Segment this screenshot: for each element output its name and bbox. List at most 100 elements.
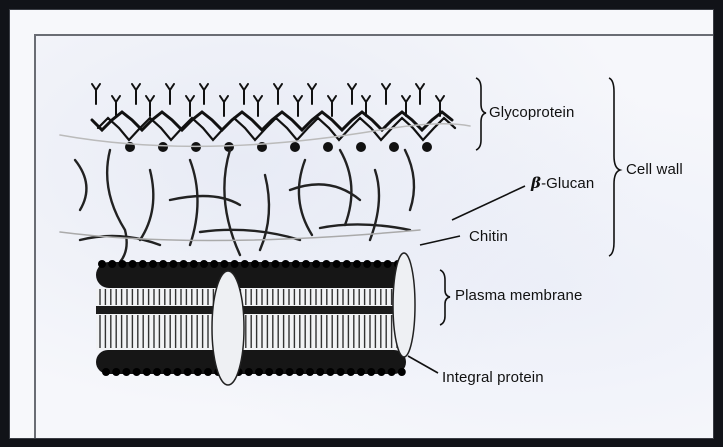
lipid-head: [122, 368, 130, 376]
lipid-head: [384, 260, 392, 268]
lipid-head: [255, 368, 263, 376]
glycoprotein-bead: [422, 142, 432, 152]
lipid-head: [347, 368, 355, 376]
lipid-head: [373, 260, 381, 268]
lipid-head: [363, 260, 371, 268]
lipid-head: [271, 260, 279, 268]
lipid-head: [139, 260, 147, 268]
lipid-head: [377, 368, 385, 376]
beta-symbol: β: [531, 174, 541, 192]
lipid-head: [245, 368, 253, 376]
fiber-strand: [340, 150, 351, 225]
glycoprotein-bead: [158, 142, 168, 152]
lipid-head: [282, 260, 290, 268]
lipid-head: [153, 368, 161, 376]
lipid-head: [129, 260, 137, 268]
glycoprotein-y-branch: [186, 96, 194, 116]
lipid-head: [388, 368, 396, 376]
glycoprotein-y-branch: [382, 84, 390, 104]
lipid-head: [184, 368, 192, 376]
lipid-head: [173, 368, 181, 376]
lipid-head: [143, 368, 151, 376]
lipid-head: [261, 260, 269, 268]
integral-protein-front: [212, 271, 244, 385]
label-cell-wall: Cell wall: [626, 161, 683, 178]
chitin-pointer: [420, 236, 460, 245]
fiber-strand: [190, 160, 198, 245]
lipid-head: [326, 368, 334, 376]
integral-protein-pointer: [408, 356, 438, 373]
lipid-head: [102, 368, 110, 376]
lipid-head: [118, 260, 126, 268]
lipid-head: [292, 260, 300, 268]
lipid-head: [194, 368, 202, 376]
lipid-head: [112, 368, 120, 376]
glycoprotein-y-branch: [348, 84, 356, 104]
lipid-head: [357, 368, 365, 376]
label-glycoprotein: Glycoprotein: [489, 104, 574, 121]
fiber-strand: [405, 150, 414, 210]
fiber-strand: [370, 170, 379, 240]
lipid-head: [220, 260, 228, 268]
glycoprotein-y-branch: [132, 84, 140, 104]
lipid-head: [398, 368, 406, 376]
fiber-strand: [170, 196, 240, 205]
glycoprotein-y-branch: [200, 84, 208, 104]
lipid-head: [275, 368, 283, 376]
fiber-strand: [299, 160, 312, 235]
glycoprotein-y-branch: [308, 84, 316, 104]
lipid-head: [98, 260, 106, 268]
lipid-head: [322, 260, 330, 268]
glycoprotein-bead: [356, 142, 366, 152]
glycoprotein-y-branch: [416, 84, 424, 104]
lipid-head: [190, 260, 198, 268]
glycoprotein-y-branch: [166, 84, 174, 104]
fiber-strand: [140, 170, 153, 240]
fiber-strand: [290, 184, 360, 200]
glycoprotein-y-branch: [92, 84, 100, 104]
lipid-head: [163, 368, 171, 376]
label-plasma-membrane: Plasma membrane: [455, 287, 582, 304]
beta-glucan-text: -Glucan: [541, 175, 594, 192]
cell-wall-bracket: [609, 78, 620, 256]
lipid-head: [353, 260, 361, 268]
label-integral-protein: Integral protein: [442, 369, 544, 386]
glycoprotein-y-branch: [254, 96, 262, 116]
lipid-head: [337, 368, 345, 376]
lipid-head: [210, 260, 218, 268]
glucan-pointer: [452, 186, 525, 220]
glycoprotein-bead: [389, 142, 399, 152]
lipid-head: [367, 368, 375, 376]
fiber-strand: [107, 150, 127, 262]
lipid-head: [241, 260, 249, 268]
glycoprotein-layer: [60, 84, 470, 152]
glycoprotein-y-branch: [146, 96, 154, 116]
glycoprotein-y-branch: [294, 96, 302, 116]
glycoprotein-bracket: [476, 78, 486, 150]
label-beta-glucan: β-Glucan: [531, 174, 594, 192]
lipid-head: [159, 260, 167, 268]
glycoprotein-bead: [323, 142, 333, 152]
lipid-head: [316, 368, 324, 376]
fiber-strand: [260, 175, 269, 250]
lipid-head: [133, 368, 141, 376]
label-chitin: Chitin: [469, 228, 508, 245]
integral-protein-right: [393, 253, 415, 357]
lipid-head: [286, 368, 294, 376]
lipid-head: [265, 368, 273, 376]
lipid-head: [108, 260, 116, 268]
fiber-strand: [75, 160, 86, 210]
lipid-head: [296, 368, 304, 376]
glucan-chitin-fibers: [60, 150, 420, 276]
lipid-head: [149, 260, 157, 268]
lipid-head: [231, 260, 239, 268]
bilayer-midline-heads: [96, 306, 406, 314]
glycoprotein-bead: [290, 142, 300, 152]
glycoprotein-y-branch: [274, 84, 282, 104]
lipid-head: [312, 260, 320, 268]
plasma-membrane-bilayer: [96, 260, 406, 376]
glycoprotein-y-branch: [240, 84, 248, 104]
lipid-head: [251, 260, 259, 268]
lipid-head: [204, 368, 212, 376]
